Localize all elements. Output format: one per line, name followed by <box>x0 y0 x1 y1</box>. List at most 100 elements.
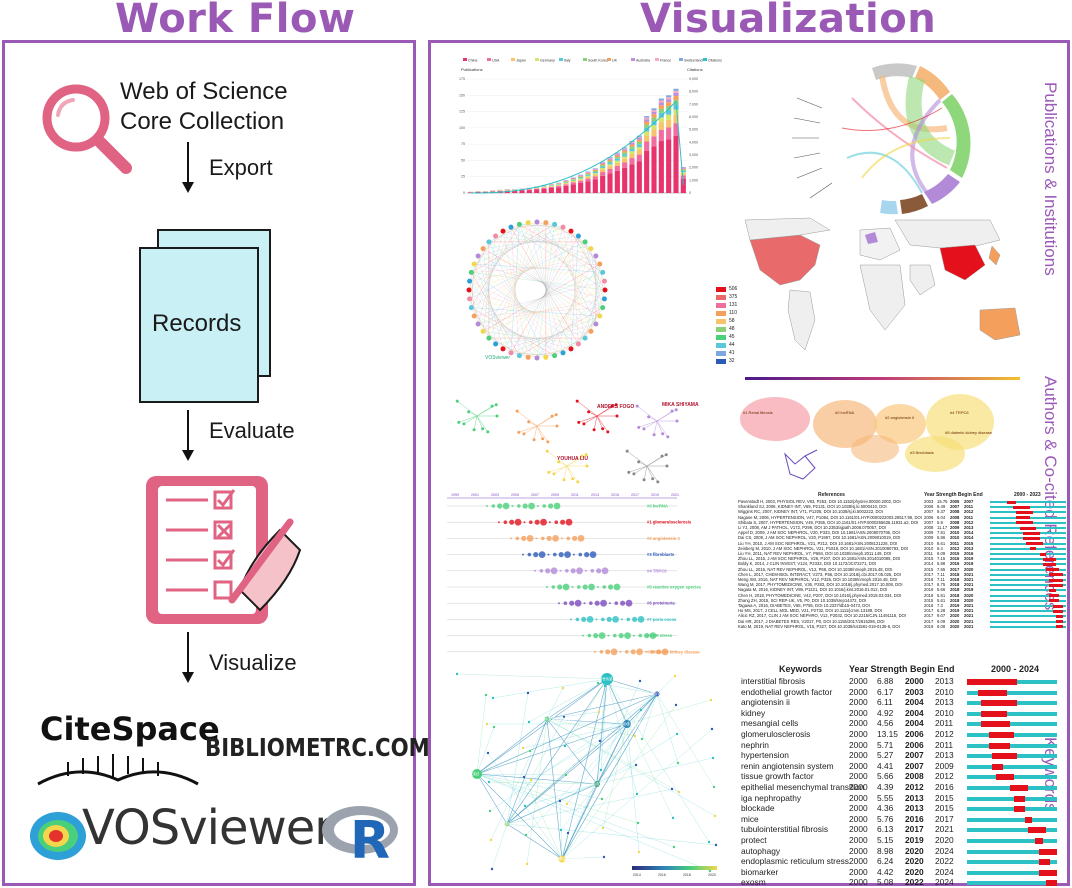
legend-label: Citations <box>708 59 722 63</box>
overlay-small-node <box>566 831 570 835</box>
reference-year: 2017 <box>924 582 934 588</box>
y-tick-label: 100 <box>459 126 465 130</box>
keyword-begin: 2006 <box>905 729 924 739</box>
y-tick-label: 75 <box>461 142 465 146</box>
author-node <box>632 472 636 476</box>
side-label-publications: Publications & Institutions <box>1041 82 1060 276</box>
overlay-edge <box>476 773 603 800</box>
timeline-node <box>521 535 527 541</box>
bar-segment <box>636 150 642 155</box>
bar-segment <box>629 151 635 154</box>
bar-segment <box>563 181 569 182</box>
reference-timeline <box>990 579 1066 581</box>
author-label: ANDERS FOGO <box>597 404 634 410</box>
timeline-node <box>581 616 587 622</box>
bar-segment <box>636 139 642 142</box>
author-node <box>580 454 584 458</box>
timeline-node <box>509 519 515 525</box>
country-chord-diagram <box>792 63 971 215</box>
bar-segment <box>658 141 664 193</box>
author-edge <box>468 411 478 417</box>
timeline-node <box>528 502 535 510</box>
bar-segment <box>526 190 532 193</box>
author-edge <box>596 415 603 429</box>
reference-citation: Hu MS, 2017, J CELL MOL MED, V21, P2732,… <box>738 608 882 614</box>
divider-line <box>745 377 1020 380</box>
bar-segment <box>534 188 540 189</box>
network-edge <box>471 272 475 317</box>
reference-row: Liu YH, 2011, NAT REV NEPHROL, V7, P684,… <box>738 551 1066 557</box>
timeline-node <box>575 617 580 622</box>
keyword-burst <box>995 774 1014 781</box>
keyword-end: 2020 <box>935 835 954 845</box>
keyword-begin: 2004 <box>905 707 924 718</box>
keyword-label: biomarker <box>741 866 779 877</box>
keyword-burst <box>977 689 1007 696</box>
network-edge <box>510 352 555 356</box>
overlay-edge <box>600 678 608 771</box>
network-edge <box>469 255 596 282</box>
bar-segment <box>519 190 525 193</box>
network-node <box>467 278 473 284</box>
timeline-node <box>503 520 508 524</box>
author-edge <box>583 415 598 425</box>
bar-segment <box>680 168 686 170</box>
keyword-end: 2012 <box>935 729 954 739</box>
overlay-scale-label: 2016 <box>658 873 666 877</box>
timeline-node <box>570 618 572 621</box>
reference-strength: 9.07 <box>937 613 946 619</box>
legend-label: Switzerland <box>684 59 703 63</box>
legend-swatch <box>487 58 491 61</box>
timeline-node <box>511 505 514 507</box>
keyword-timeline <box>967 870 1057 875</box>
overlay-edge <box>606 678 710 843</box>
overlay-small-node <box>671 816 675 820</box>
y-tick-label: 25 <box>461 175 465 179</box>
timeline-node <box>606 616 612 622</box>
timeline-node <box>630 649 636 655</box>
bar-segment <box>622 154 628 157</box>
network-edge <box>519 352 564 356</box>
keyword-year: 2000 <box>849 866 868 877</box>
author-node <box>467 410 471 414</box>
network-edge <box>488 222 529 243</box>
bar-segment <box>570 178 576 180</box>
timeline-node <box>565 569 569 573</box>
reference-begin: 2008 <box>950 519 960 525</box>
overlay-node <box>594 781 600 787</box>
bar-segment <box>673 92 679 97</box>
network-edge <box>570 231 600 265</box>
reference-year: 2017 <box>924 571 934 577</box>
bar-segment <box>658 100 664 103</box>
network-node <box>486 335 492 341</box>
bar-segment <box>570 180 576 182</box>
keyword-burst <box>1028 827 1047 834</box>
reference-citation: Shibata S, 2007, HYPERTENSION, V49, P355… <box>738 519 919 525</box>
reference-burst <box>1049 599 1060 603</box>
reference-year: 2009 <box>924 535 934 541</box>
network-node <box>601 278 607 284</box>
timeline-node <box>550 567 558 575</box>
reference-begin: 2017 <box>950 566 960 572</box>
bar-segment <box>673 88 679 91</box>
bar-segment <box>563 181 569 183</box>
author-node <box>575 399 579 403</box>
overlay-edge <box>641 693 658 740</box>
author-node <box>562 478 566 482</box>
reference-begin: 2016 <box>950 556 960 562</box>
reference-citation: Kato M, 2019, NAT REV NEPHROL, V15, P327… <box>738 623 900 629</box>
bar-segment <box>534 189 540 193</box>
reference-year: 2003 <box>924 499 934 504</box>
network-edge <box>519 224 605 299</box>
reference-timeline <box>990 625 1066 628</box>
overlay-edge <box>546 718 598 785</box>
overlay-small-node <box>488 809 492 813</box>
network-edge <box>570 315 600 349</box>
keyword-end: 2024 <box>935 845 954 856</box>
bar-segment <box>622 162 628 168</box>
timeline-node <box>577 585 581 589</box>
overlay-small-node <box>522 775 526 779</box>
reference-citation: Wang M, 2017, PHYTOMEDICINE, V36, P283, … <box>738 582 903 588</box>
timeline-node <box>515 536 520 541</box>
